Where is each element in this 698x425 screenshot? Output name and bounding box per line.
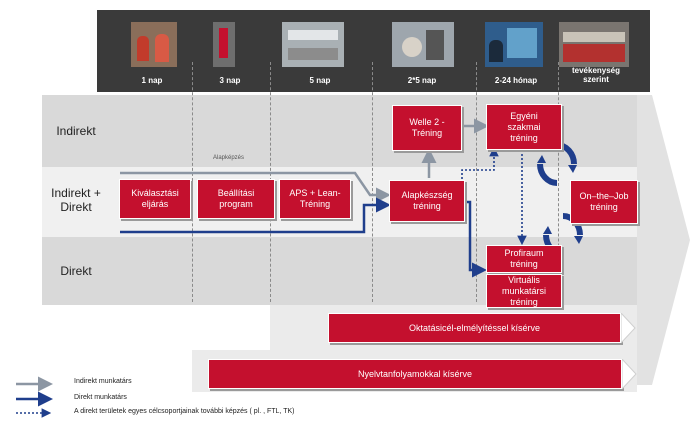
box-aps-lean-text: APS + Lean-Tréning [289,188,341,209]
separator-5 [558,62,559,302]
photo-selection [131,22,177,67]
bar-oktatasicel[interactable]: Oktatásicél-elmélyítéssel kísérve [328,313,621,343]
timeline-label-6: tevékenység szerint [571,66,621,84]
box-welle2-text: Welle 2 - Tréning [409,117,445,138]
box-virtualis[interactable]: Virtuális munkatársi tréning [486,274,562,308]
row-label-both: Indirekt + Direkt [51,186,101,214]
photo-group [559,22,629,67]
timeline-label-1: 1 nap [141,76,163,85]
box-virtualis-text: Virtuális munkatársi tréning [501,274,546,307]
box-aps-lean[interactable]: APS + Lean-Tréning [279,179,351,219]
photo-hands-training [392,22,454,67]
photo-number-one [213,22,235,67]
box-kivalasztasi-eljaras[interactable]: Kiválasztási eljárás [119,179,191,219]
bar-nyelvtanfolyam-arrowhead [622,359,637,389]
box-on-the-job-text: On–the–Job tréning [579,191,629,212]
box-alapkeszseg-text: Alapkészség tréning [401,190,453,211]
bar-nyelvtanfolyam[interactable]: Nyelvtanfolyamokkal kísérve [208,359,622,389]
separator-1 [192,62,193,302]
box-profiraum-text: Profiraum tréning [504,248,544,269]
separator-3 [372,62,373,302]
photo-virtual [485,22,543,67]
timeline-label-3: 5 nap [309,76,331,85]
alapkepzes-label: Alapképzés [213,155,245,161]
timeline-label-5: 2-24 hónap [494,76,538,85]
legend-dotted: A direkt területek egyes célcsoportjaina… [74,408,295,415]
box-profiraum[interactable]: Profiraum tréning [486,245,562,273]
box-egyeni-szakmai[interactable]: Egyéni szakmai tréning [486,104,562,150]
timeline-header: 1 nap 3 nap 5 nap 2*5 nap 2-24 hónap tev… [97,10,650,92]
box-kivalasztasi-eljaras-text: Kiválasztási eljárás [131,188,179,209]
box-welle2[interactable]: Welle 2 - Tréning [392,105,462,151]
legend-indirekt: Indirekt munkatárs [74,378,132,385]
box-alapkeszseg[interactable]: Alapkészség tréning [389,180,465,222]
bar-oktatasicel-text: Oktatásicél-elmélyítéssel kísérve [408,322,541,333]
separator-4 [476,62,477,302]
box-beallitasi-program[interactable]: Beállítási program [197,179,275,219]
box-on-the-job[interactable]: On–the–Job tréning [570,180,638,224]
timeline-label-4: 2*5 nap [407,76,437,85]
row-label-indirekt: Indirekt [56,124,96,138]
row-label-direkt: Direkt [60,264,92,278]
bar-nyelvtanfolyam-text: Nyelvtanfolyamokkal kísérve [357,368,473,379]
timeline-label-2: 3 nap [219,76,241,85]
legend-direkt: Direkt munkatárs [74,394,127,401]
box-beallitasi-program-text: Beállítási program [217,188,255,209]
photo-classroom [282,22,344,67]
box-egyeni-szakmai-text: Egyéni szakmai tréning [507,110,541,143]
bar-oktatasicel-arrowhead [621,313,636,343]
